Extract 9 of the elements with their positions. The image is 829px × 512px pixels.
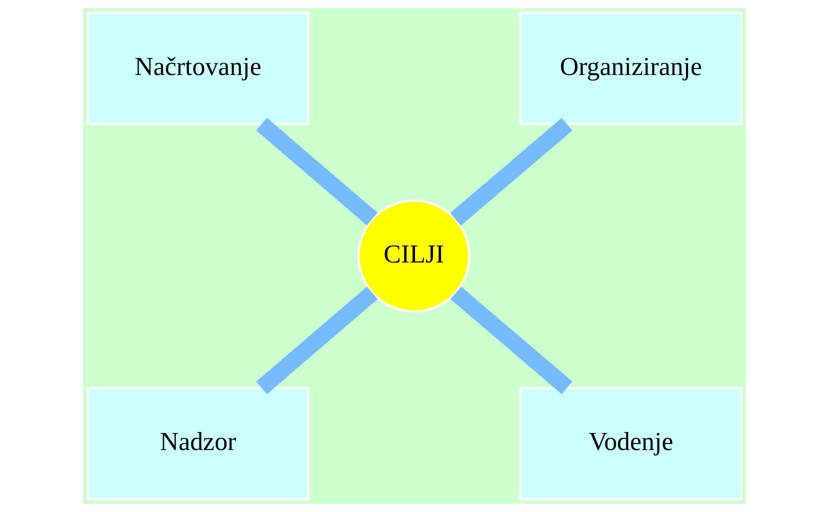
node-box: Organiziranje bbox=[520, 12, 742, 126]
connector bbox=[256, 118, 378, 226]
node-box: Nadzor bbox=[86, 386, 310, 500]
connector bbox=[450, 286, 572, 394]
connector bbox=[450, 118, 572, 226]
node-circle: CILJI bbox=[357, 199, 471, 313]
node-box: Vodenje bbox=[520, 386, 742, 500]
connector bbox=[256, 286, 378, 394]
node-box: Načrtovanje bbox=[86, 12, 310, 126]
